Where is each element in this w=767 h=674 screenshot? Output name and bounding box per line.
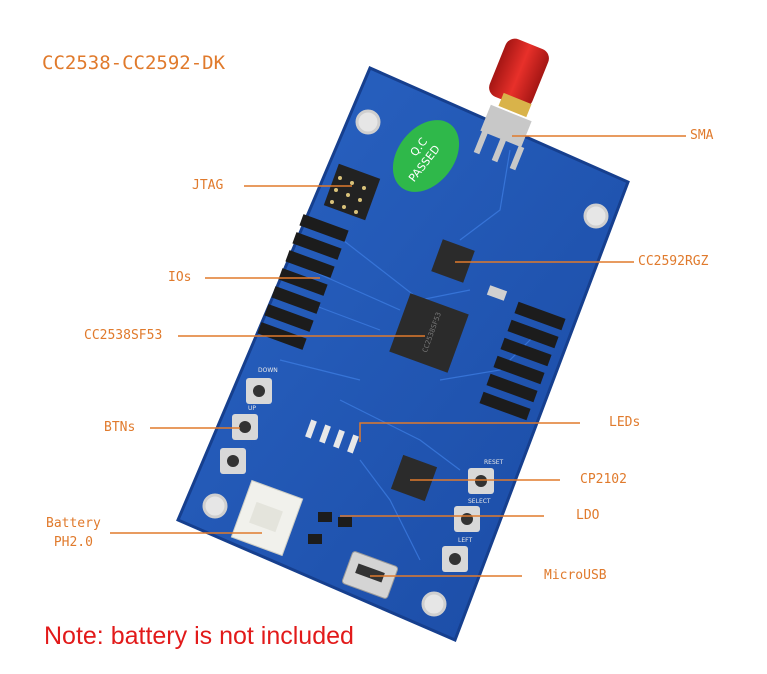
label-leds: LEDs bbox=[609, 415, 641, 430]
label-sma: SMA bbox=[690, 128, 714, 143]
page-title: CC2538-CC2592-DK bbox=[42, 52, 226, 74]
battery-note: Note: battery is not included bbox=[44, 622, 354, 650]
cc2592-chip bbox=[431, 239, 475, 283]
button-up bbox=[232, 414, 258, 440]
mounting-hole bbox=[202, 493, 228, 519]
button-reset bbox=[468, 468, 494, 494]
label-battery-line1: Battery bbox=[46, 516, 101, 531]
cp2102-chip bbox=[390, 454, 438, 502]
label-cc2538: CC2538SF53 bbox=[84, 328, 163, 343]
button-extra bbox=[220, 448, 246, 474]
mounting-hole bbox=[421, 591, 447, 617]
crystal bbox=[486, 285, 508, 301]
silk-left: LEFT bbox=[458, 537, 472, 544]
silk-up: UP bbox=[248, 405, 256, 412]
silk-select: SELECT bbox=[468, 498, 491, 505]
label-battery-line2: PH2.0 bbox=[53, 535, 93, 550]
label-microusb: MicroUSB bbox=[544, 568, 607, 583]
microusb-connector bbox=[341, 551, 399, 599]
mounting-hole bbox=[355, 109, 381, 135]
line-leds bbox=[359, 422, 580, 442]
button-left bbox=[442, 546, 468, 572]
label-cc2592: CC2592RGZ bbox=[638, 254, 709, 269]
label-battery: Battery PH2.0 bbox=[46, 514, 101, 552]
label-ios: IOs bbox=[168, 270, 192, 285]
battery-connector bbox=[230, 479, 304, 557]
annotation-lines bbox=[110, 135, 686, 577]
label-jtag: JTAG bbox=[192, 178, 224, 193]
cc2538-chip: CC2538SF53 bbox=[389, 293, 469, 373]
button-select bbox=[454, 506, 480, 532]
pcb-board: CC2538SF53 bbox=[176, 66, 630, 643]
qc-sticker: Q.C PASSED bbox=[392, 120, 460, 192]
silk-down: DOWN bbox=[258, 367, 278, 374]
led-array bbox=[305, 419, 359, 454]
silk-reset: RESET bbox=[484, 459, 504, 466]
label-cp2102: CP2102 bbox=[580, 472, 627, 487]
button-down bbox=[246, 378, 272, 404]
label-ldo: LDO bbox=[576, 508, 600, 523]
ldo-area bbox=[308, 512, 352, 544]
jtag-header bbox=[323, 163, 381, 221]
mounting-hole bbox=[583, 203, 609, 229]
label-btns: BTNs bbox=[104, 420, 136, 435]
io-header-right bbox=[479, 301, 566, 421]
